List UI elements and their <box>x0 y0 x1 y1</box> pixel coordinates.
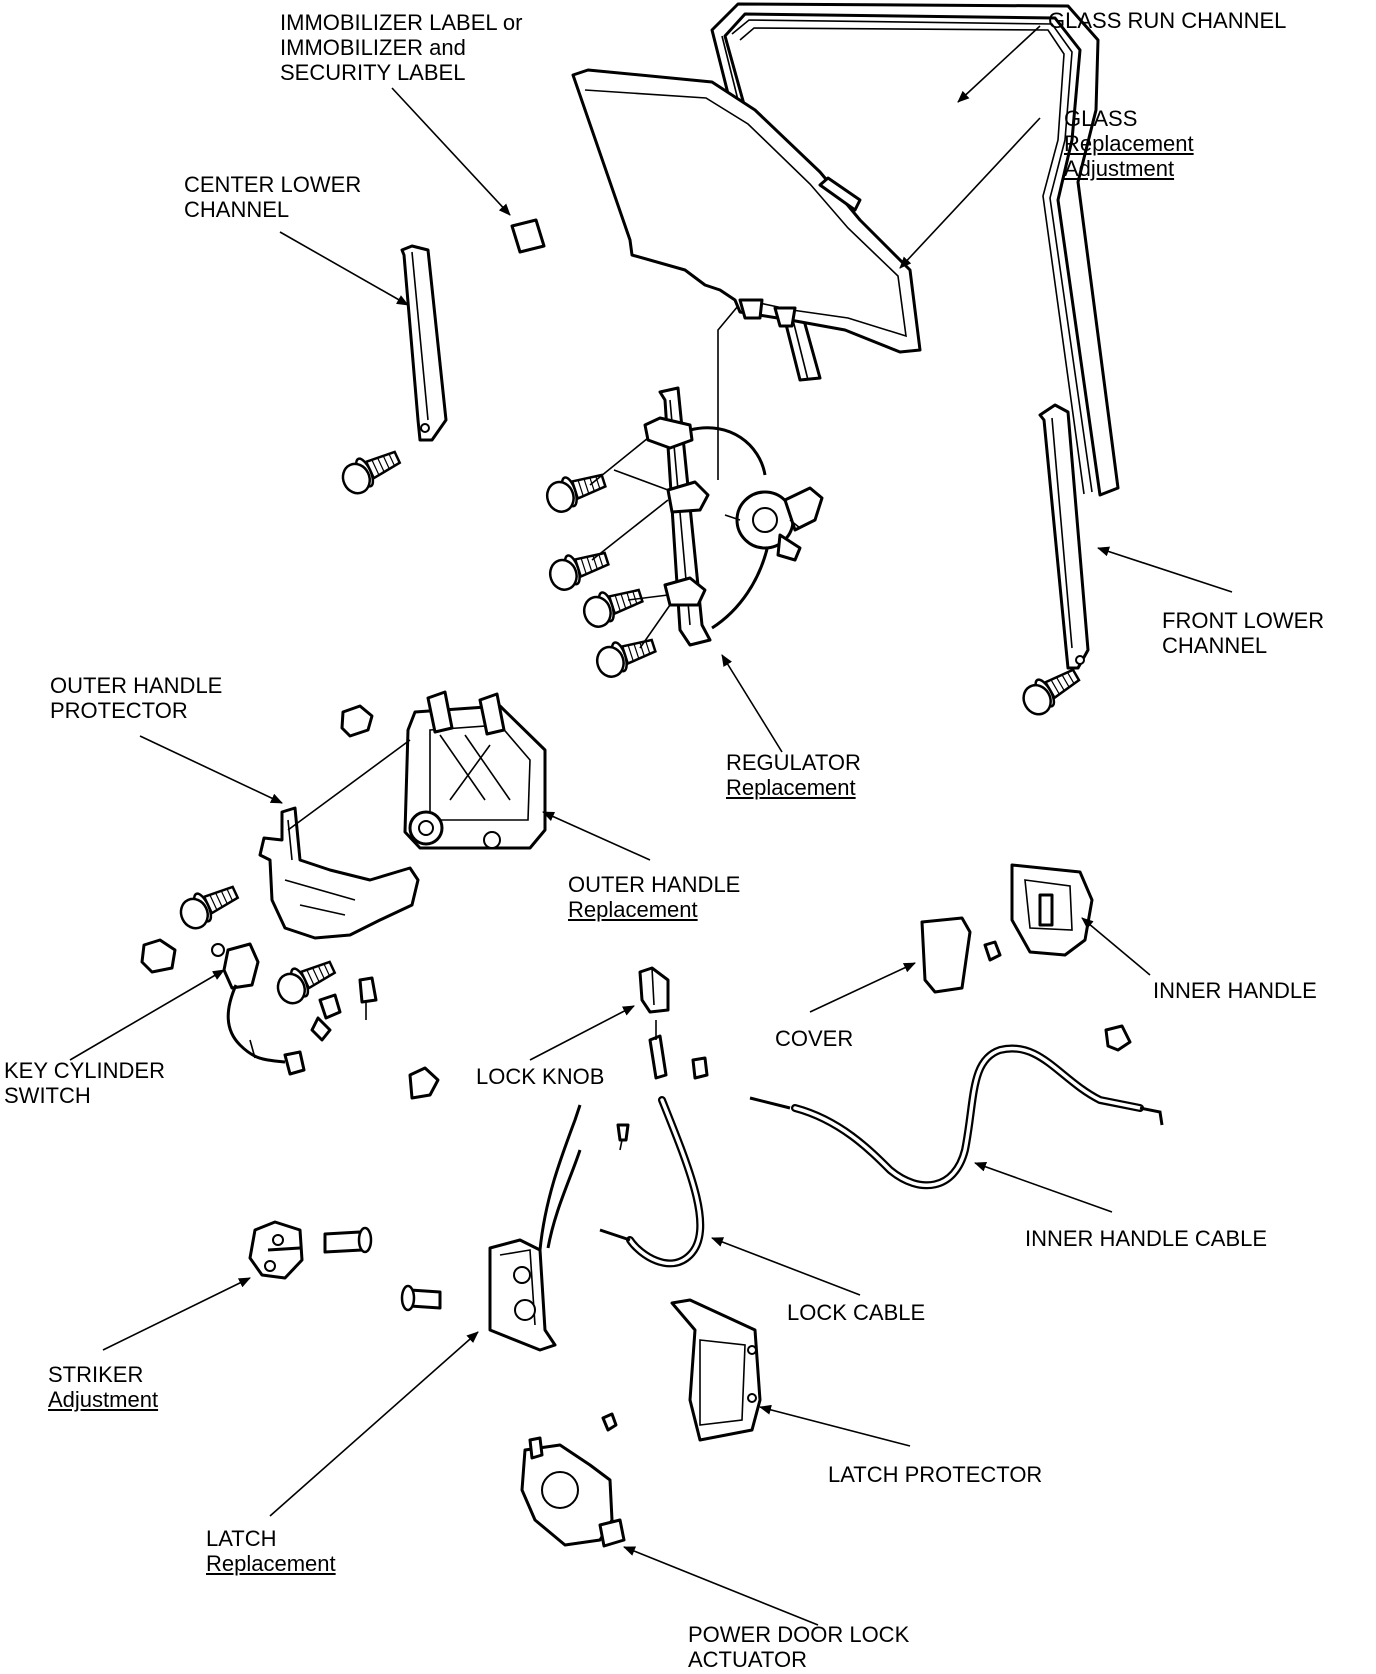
label-inner-handle-cable: INNER HANDLE CABLE <box>1025 1226 1267 1251</box>
label-inner-handle: INNER HANDLE <box>1153 978 1317 1003</box>
regulator-replacement-link[interactable]: Replacement <box>726 775 856 800</box>
label-outer-handle: OUTER HANDLE Replacement <box>568 872 740 922</box>
key-cylinder-switch-text-2: SWITCH <box>4 1083 91 1108</box>
latch-replacement-link[interactable]: Replacement <box>206 1551 336 1576</box>
lock-cable-text: LOCK CABLE <box>787 1300 926 1325</box>
glass-run-channel-text: GLASS RUN CHANNEL <box>1048 8 1287 33</box>
outer-handle-text: OUTER HANDLE <box>568 872 741 897</box>
inner-handle-text: INNER HANDLE <box>1153 978 1317 1003</box>
label-regulator: REGULATOR Replacement <box>726 750 861 800</box>
leader-lines <box>69 25 1233 1626</box>
immobilizer-text-3: SECURITY LABEL <box>280 60 466 85</box>
inner-handle-cable-text: INNER HANDLE CABLE <box>1025 1226 1268 1251</box>
front-lower-channel-part <box>1016 403 1090 721</box>
front-lower-channel-text-2: CHANNEL <box>1162 633 1268 658</box>
front-lower-channel-text-1: FRONT LOWER <box>1162 608 1325 633</box>
latch-protector-text: LATCH PROTECTOR <box>828 1462 1043 1487</box>
immobilizer-label-part <box>510 218 546 254</box>
center-lower-channel-text-1: CENTER LOWER <box>184 172 362 197</box>
lock-knob-part <box>638 966 670 1014</box>
label-glass: GLASS Replacement Adjustment <box>1064 106 1194 181</box>
key-cylinder-switch-part <box>140 938 440 1100</box>
glass-adjustment-link[interactable]: Adjustment <box>1064 156 1175 181</box>
striker-part <box>248 1220 373 1280</box>
power-door-lock-actuator-text-2: ACTUATOR <box>688 1647 807 1672</box>
outer-handle-part <box>340 690 547 850</box>
lock-cable-part <box>599 1020 709 1268</box>
label-front-lower-channel: FRONT LOWER CHANNEL <box>1162 608 1324 658</box>
power-door-lock-actuator-text-1: POWER DOOR LOCK <box>688 1622 910 1647</box>
striker-adjustment-link[interactable]: Adjustment <box>48 1387 159 1412</box>
latch-text: LATCH <box>206 1526 277 1551</box>
inner-handle-part <box>983 863 1094 962</box>
label-glass-run-channel: GLASS RUN CHANNEL <box>1048 8 1286 33</box>
label-latch-protector: LATCH PROTECTOR <box>828 1462 1042 1487</box>
label-key-cylinder-switch: KEY CYLINDER SWITCH <box>4 1058 165 1108</box>
regulator-part <box>541 305 824 682</box>
outer-handle-protector-text-1: OUTER HANDLE <box>50 673 223 698</box>
power-door-lock-actuator-part <box>520 1412 626 1548</box>
outer-handle-protector-part <box>174 739 420 1009</box>
label-lock-knob: LOCK KNOB <box>476 1064 604 1089</box>
label-immobilizer: IMMOBILIZER LABEL or IMMOBILIZER and SEC… <box>280 10 522 85</box>
label-power-door-lock-actuator: POWER DOOR LOCK ACTUATOR <box>688 1622 909 1672</box>
regulator-text: REGULATOR <box>726 750 861 775</box>
center-lower-channel-text-2: CHANNEL <box>184 197 290 222</box>
cover-text: COVER <box>775 1026 854 1051</box>
label-lock-cable: LOCK CABLE <box>787 1300 925 1325</box>
label-cover: COVER <box>775 1026 853 1051</box>
outer-handle-protector-text-2: PROTECTOR <box>50 698 188 723</box>
glass-replacement-link[interactable]: Replacement <box>1064 131 1194 156</box>
immobilizer-text-2: IMMOBILIZER and <box>280 35 466 60</box>
label-striker: STRIKER Adjustment <box>48 1362 158 1412</box>
immobilizer-text-1: IMMOBILIZER LABEL or <box>280 10 523 35</box>
latch-part <box>400 1104 582 1352</box>
label-outer-handle-protector: OUTER HANDLE PROTECTOR <box>50 673 222 723</box>
inner-handle-cable-part <box>749 1024 1164 1190</box>
label-center-lower-channel: CENTER LOWER CHANNEL <box>184 172 361 222</box>
center-lower-channel-part <box>336 244 448 499</box>
striker-text: STRIKER <box>48 1362 144 1387</box>
lock-knob-text: LOCK KNOB <box>476 1064 605 1089</box>
cover-part <box>920 916 972 994</box>
outer-handle-replacement-link[interactable]: Replacement <box>568 897 698 922</box>
glass-part <box>571 68 922 354</box>
label-latch: LATCH Replacement <box>206 1526 336 1576</box>
key-cylinder-switch-text-1: KEY CYLINDER <box>4 1058 165 1083</box>
latch-protector-part <box>670 1298 762 1442</box>
glass-text: GLASS <box>1064 106 1138 131</box>
